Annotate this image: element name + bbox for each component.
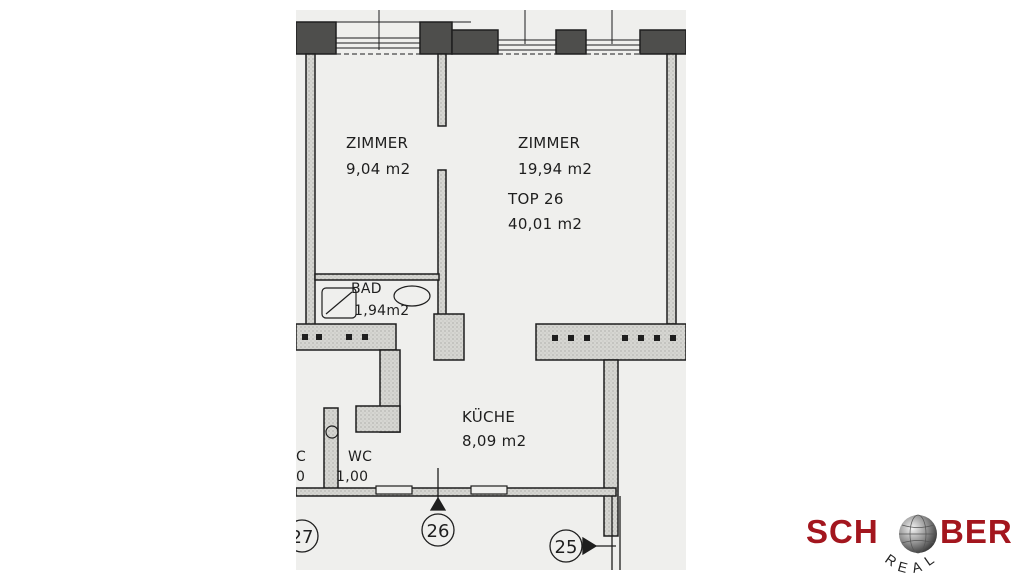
axis-markers xyxy=(296,468,621,570)
floor-plan-drawing: 26 25 27 xyxy=(296,10,686,570)
room-area-wc: 1,00 xyxy=(336,469,369,485)
logo-text-right: BER xyxy=(940,513,1013,550)
column-markers xyxy=(302,334,676,341)
room-name-kueche: KÜCHE xyxy=(462,408,516,426)
room-area-wc-partial: 0 xyxy=(296,469,306,485)
logo-sub-e: E xyxy=(896,558,910,576)
room-area-kueche: 8,09 m2 xyxy=(462,432,527,450)
windows-top xyxy=(336,10,640,55)
globe-icon xyxy=(899,514,937,554)
logo-text-left: SCH xyxy=(806,513,879,550)
room-name-wc: WC xyxy=(348,449,373,465)
room-name-zimmer-2: ZIMMER xyxy=(518,134,581,152)
unit-total-area: 40,01 m2 xyxy=(508,215,583,233)
room-area-zimmer-1: 9,04 m2 xyxy=(346,160,411,178)
schober-real-logo: SCH BER R E A L xyxy=(806,512,1018,576)
room-name-bad: BAD xyxy=(351,281,382,297)
bath-fixtures xyxy=(321,285,431,439)
svg-text:26: 26 xyxy=(427,521,450,542)
room-area-bad: 1,94m2 xyxy=(354,303,410,319)
exterior-wall-top xyxy=(296,21,686,55)
logo-sub-a: A xyxy=(910,558,924,576)
floor-plan: 26 25 27 ZIMMER 9,04 m2 ZIMMER 19,94 m2 … xyxy=(296,10,686,570)
exterior-wall-bottom xyxy=(375,485,508,495)
svg-text:27: 27 xyxy=(296,527,313,548)
room-name-zimmer-1: ZIMMER xyxy=(346,134,409,152)
room-area-zimmer-2: 19,94 m2 xyxy=(518,160,593,178)
room-name-wc-partial: C xyxy=(296,449,307,465)
unit-label: TOP 26 xyxy=(508,190,564,208)
interior-walls xyxy=(296,53,686,537)
svg-text:25: 25 xyxy=(555,537,578,558)
